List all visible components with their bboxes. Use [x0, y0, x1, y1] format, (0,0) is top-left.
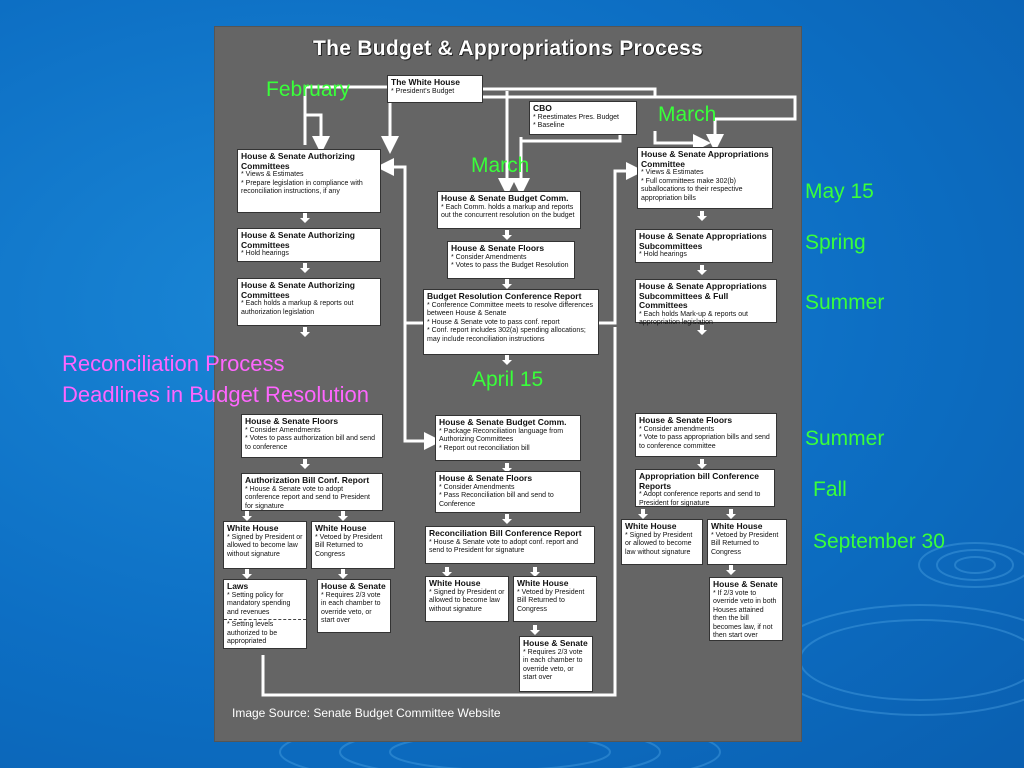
appropriation-conf-report-box: Appropriation bill Conference Reports * … — [635, 469, 775, 507]
authorizing-committees-views-box: House & Senate Authorizing Committees * … — [237, 149, 381, 213]
authorization-conf-report-box: Authorization Bill Conf. Report * House … — [241, 473, 383, 511]
recon-override-box: House & Senate * Requires 2/3 vote in ea… — [519, 636, 593, 692]
label-march-cbo: March — [658, 103, 717, 126]
label-deadlines-budget-resolution: Deadlines in Budget Resolution — [62, 382, 369, 407]
white-house-box: The White House * President's Budget — [387, 75, 483, 103]
floors-appropriations-box: House & Senate Floors * Consider amendme… — [635, 413, 777, 457]
label-spring: Spring — [805, 231, 866, 254]
label-february: February — [266, 78, 351, 101]
image-source-caption: Image Source: Senate Budget Committee We… — [232, 706, 501, 720]
reconciliation-conf-report-box: Reconciliation Bill Conference Report * … — [425, 526, 595, 564]
authorizing-committees-markup-box: House & Senate Authorizing Committees * … — [237, 278, 381, 326]
budget-committee-markup-box: House & Senate Budget Comm. * Each Comm.… — [437, 191, 581, 229]
label-reconciliation-process: Reconciliation Process — [62, 351, 285, 376]
cbo-box: CBO * Reestimates Pres. Budget * Baselin… — [529, 101, 637, 135]
appropriations-markup-box: House & Senate Appropriations Subcommitt… — [635, 279, 777, 326]
white-house-recon-signed-box: White House * Signed by President or all… — [425, 576, 509, 622]
white-house-approp-signed-box: White House * Signed by President or all… — [621, 519, 703, 565]
approp-override-box: House & Senate * If 2/3 vote to override… — [709, 577, 783, 641]
label-may-15: May 15 — [805, 180, 874, 203]
diagram-title: The Budget & Appropriations Process — [312, 37, 704, 60]
label-summer-1: Summer — [805, 291, 885, 314]
floors-authorization-box: House & Senate Floors * Consider Amendme… — [241, 414, 383, 458]
appropriations-subcommittees-box: House & Senate Appropriations Subcommitt… — [635, 229, 773, 263]
label-fall: Fall — [813, 478, 847, 501]
white-house-recon-veto-box: White House * Vetoed by President Bill R… — [513, 576, 597, 622]
label-september-30: September 30 — [813, 530, 945, 553]
laws-box: Laws * Setting policy for mandatory spen… — [223, 579, 307, 649]
label-summer-2: Summer — [805, 427, 885, 450]
white-house-auth-signed-box: White House * Signed by President or all… — [223, 521, 307, 569]
white-house-approp-veto-box: White House * Vetoed by President Bill R… — [707, 519, 787, 565]
process-diagram-panel: The Budget & Appropriations Process — [214, 26, 802, 742]
authorizing-committees-hearings-box: House & Senate Authorizing Committees * … — [237, 228, 381, 262]
auth-override-box: House & Senate * Requires 2/3 vote in ea… — [317, 579, 391, 633]
label-april-15: April 15 — [472, 368, 544, 391]
label-march-budget: March — [471, 154, 530, 177]
budget-resolution-conf-report-box: Budget Resolution Conference Report * Co… — [423, 289, 599, 355]
appropriations-committee-box: House & Senate Appropriations Committee … — [637, 147, 773, 209]
floors-reconciliation-box: House & Senate Floors * Consider Amendme… — [435, 471, 581, 513]
floors-budget-resolution-box: House & Senate Floors * Consider Amendme… — [447, 241, 575, 279]
white-house-auth-veto-box: White House * Vetoed by President Bill R… — [311, 521, 395, 569]
budget-committee-reconciliation-box: House & Senate Budget Comm. * Package Re… — [435, 415, 581, 461]
